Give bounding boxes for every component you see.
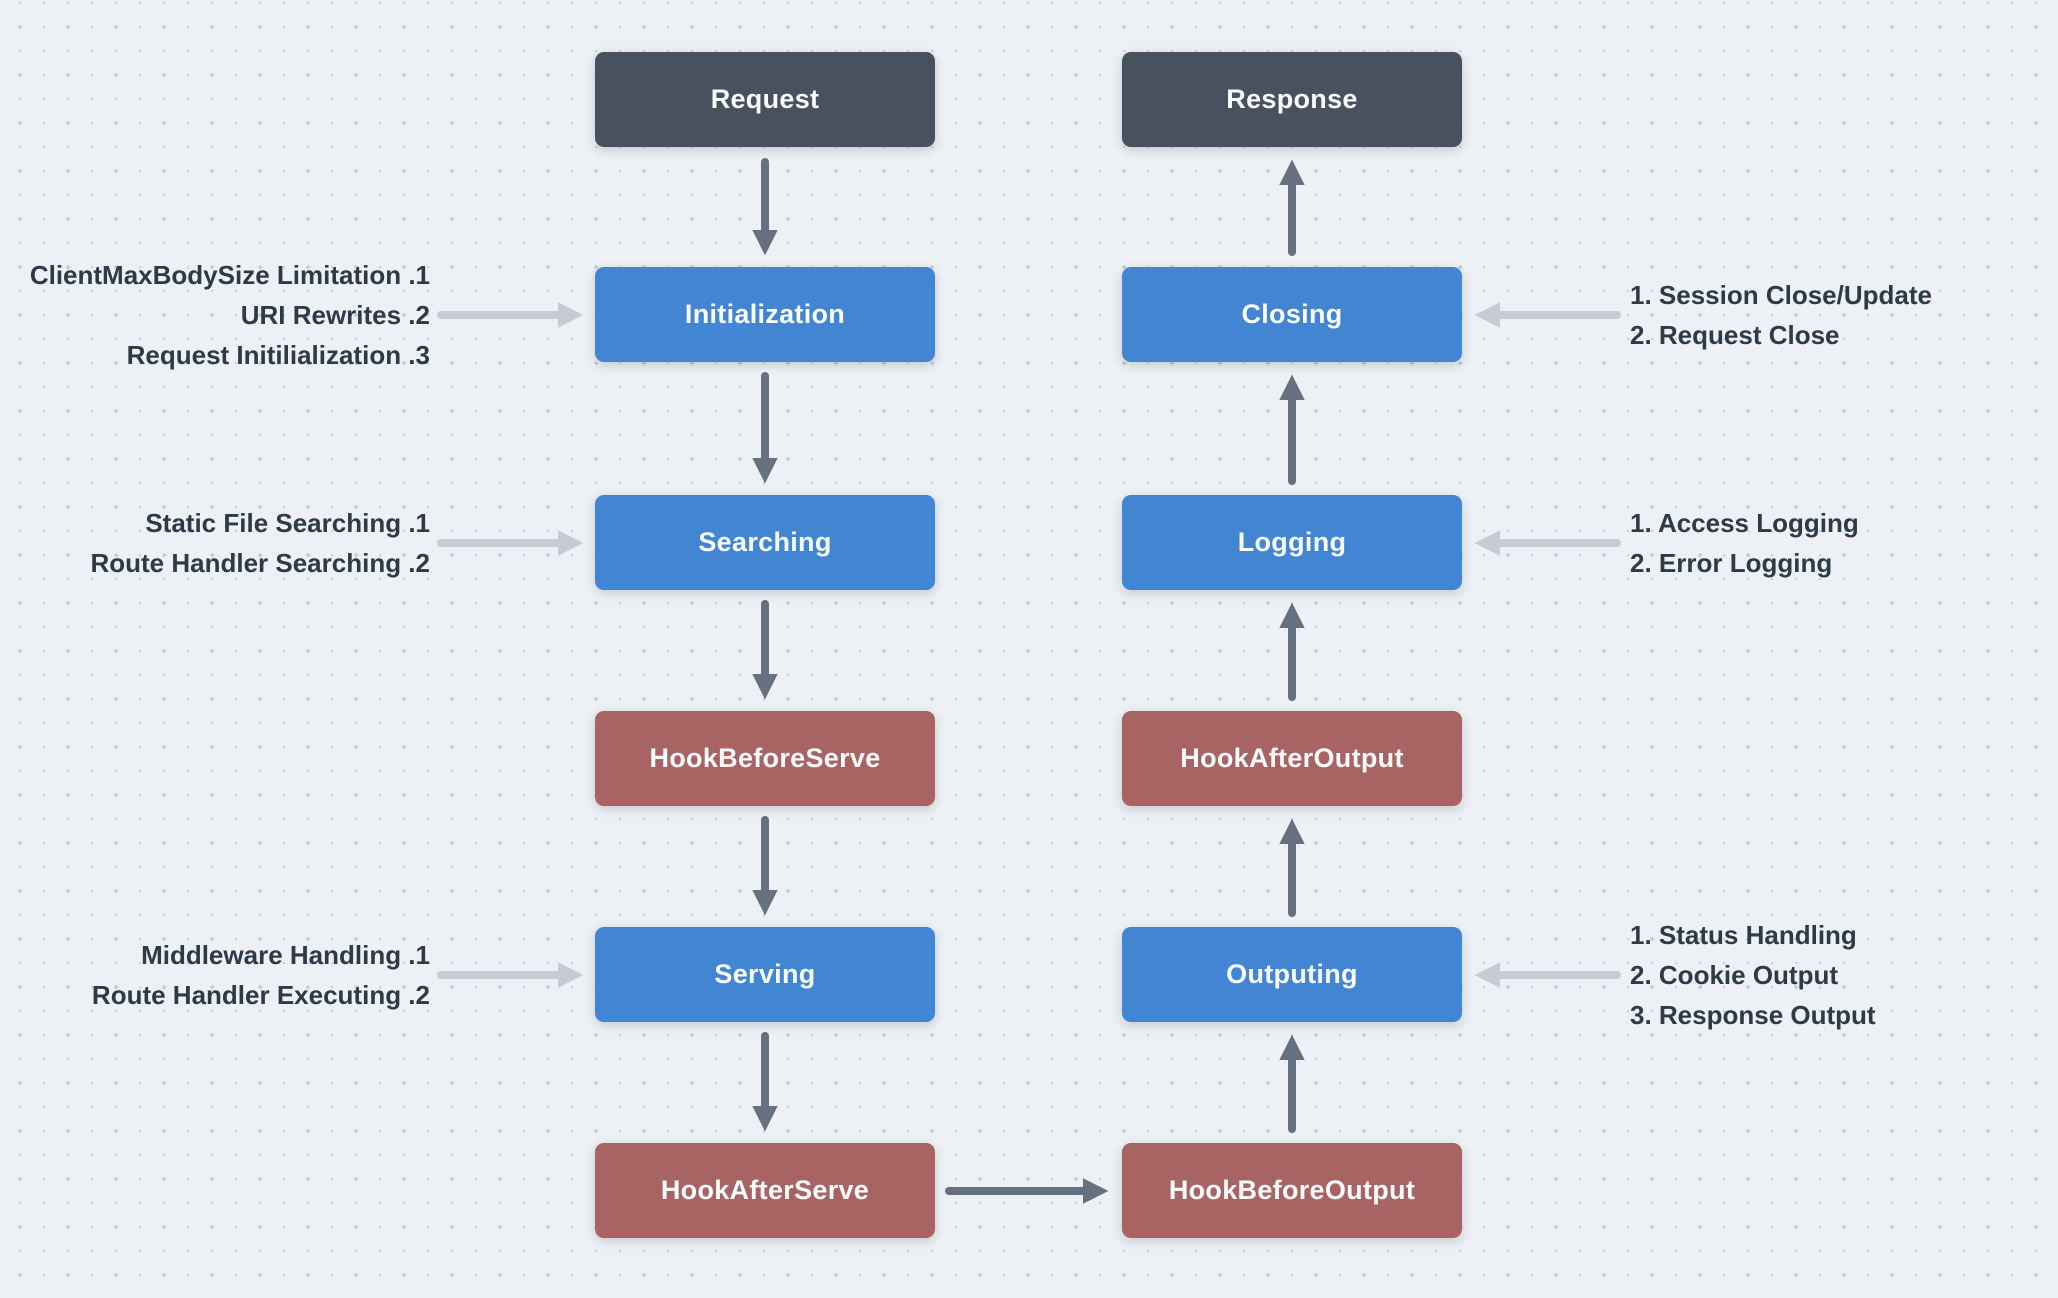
node-logging: Logging	[1122, 495, 1462, 590]
annotation-line: 2. Error Logging	[1630, 548, 1833, 578]
annotation-outputing: 1. Status Handling 2. Cookie Output 3. R…	[1630, 915, 2050, 1035]
annotation-line: Middleware Handling .1	[141, 940, 430, 970]
node-closing-label: Closing	[1241, 299, 1343, 329]
node-initialization-label: Initialization	[684, 299, 846, 329]
annotation-line: Route Handler Executing .2	[91, 980, 430, 1010]
node-response-label: Response	[1226, 84, 1358, 114]
annotation-line: Static File Searching .1	[145, 508, 430, 538]
node-hook-after-output-label: HookAfterOutput	[1180, 743, 1404, 773]
node-hook-after-serve: HookAfterServe	[595, 1143, 935, 1238]
node-serving-label: Serving	[714, 959, 816, 989]
node-hook-before-output-label: HookBeforeOutput	[1168, 1175, 1416, 1205]
node-hook-after-output: HookAfterOutput	[1122, 711, 1462, 806]
annotation-line: 1. Session Close/Update	[1630, 280, 1932, 310]
node-closing: Closing	[1122, 267, 1462, 362]
annotation-searching: Static File Searching .1 Route Handler S…	[10, 503, 430, 583]
annotation-serving: Middleware Handling .1 Route Handler Exe…	[10, 935, 430, 1015]
annotation-line: 2. Request Close	[1630, 320, 1840, 350]
node-searching: Searching	[595, 495, 935, 590]
annotation-line: 1. Access Logging	[1630, 508, 1859, 538]
annotation-line: Route Handler Searching .2	[90, 548, 430, 578]
node-searching-label: Searching	[698, 527, 832, 557]
annotation-logging: 1. Access Logging 2. Error Logging	[1630, 503, 2050, 583]
annotation-line: 2. Cookie Output	[1630, 960, 1838, 990]
node-serving: Serving	[595, 927, 935, 1022]
node-outputing: Outputing	[1122, 927, 1462, 1022]
node-hook-before-output: HookBeforeOutput	[1122, 1143, 1462, 1238]
node-hook-after-serve-label: HookAfterServe	[660, 1175, 870, 1205]
annotation-line: 3. Response Output	[1630, 1000, 1876, 1030]
annotation-initialization: ClientMaxBodySize Limitation .1 URI Rewr…	[10, 255, 430, 375]
annotation-line: 1. Status Handling	[1630, 920, 1857, 950]
annotation-line: Request Initilialization .3	[126, 340, 430, 370]
node-request-label: Request	[710, 84, 820, 114]
node-hook-before-serve-label: HookBeforeServe	[649, 743, 881, 773]
annotation-line: URI Rewrites .2	[240, 300, 430, 330]
node-logging-label: Logging	[1237, 527, 1347, 557]
annotation-closing: 1. Session Close/Update 2. Request Close	[1630, 275, 2050, 355]
node-outputing-label: Outputing	[1226, 959, 1358, 989]
node-response: Response	[1122, 52, 1462, 147]
node-initialization: Initialization	[595, 267, 935, 362]
annotation-line: ClientMaxBodySize Limitation .1	[29, 260, 430, 290]
node-hook-before-serve: HookBeforeServe	[595, 711, 935, 806]
node-request: Request	[595, 52, 935, 147]
